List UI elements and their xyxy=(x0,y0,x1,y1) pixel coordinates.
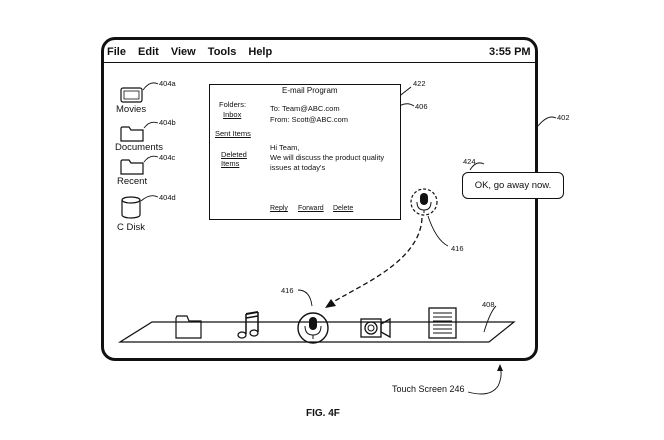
folder-inbox[interactable]: Inbox xyxy=(223,110,242,119)
figure-caption: FIG. 4F xyxy=(306,408,340,419)
dock-document-icon[interactable] xyxy=(428,307,457,339)
email-body-line2: issues at today's xyxy=(270,163,326,172)
drag-path-arrow xyxy=(329,217,423,305)
dock-video-camera-icon[interactable] xyxy=(360,317,391,339)
touch-screen-label: Touch Screen 246 xyxy=(392,384,465,394)
menu-edit[interactable]: Edit xyxy=(138,46,159,58)
delete-link[interactable]: Delete xyxy=(333,205,354,212)
leader-touch-screen xyxy=(467,366,502,395)
documents-label: Documents xyxy=(115,142,164,153)
c-disk-label: C Disk xyxy=(117,222,145,233)
ref-404d: 404d xyxy=(159,193,176,202)
leader-416-top xyxy=(427,215,449,247)
leader-404a xyxy=(142,82,159,91)
ref-404a: 404a xyxy=(159,79,176,88)
clock: 3:55 PM xyxy=(489,46,531,58)
ref-406: 406 xyxy=(415,102,428,111)
menu-file[interactable]: File xyxy=(107,46,126,58)
disk-icon[interactable] xyxy=(121,196,141,219)
leader-416-dock xyxy=(297,289,313,307)
email-title: E-mail Program xyxy=(282,86,338,95)
ref-424: 424 xyxy=(463,157,476,166)
email-window[interactable] xyxy=(209,84,401,220)
ref-404c: 404c xyxy=(159,153,176,162)
email-from: From: Scott@ABC.com xyxy=(270,115,349,124)
folder-sent-items[interactable]: Sent Items xyxy=(215,129,251,138)
dock-folder-icon[interactable] xyxy=(175,315,202,339)
folders-label: Folders: xyxy=(219,100,247,109)
movies-label: Movies xyxy=(116,104,147,115)
touch-screen-frame xyxy=(101,37,538,361)
leader-402 xyxy=(537,116,557,127)
forward-link[interactable]: Forward xyxy=(298,205,324,212)
ref-416-top: 416 xyxy=(451,244,464,253)
ref-408: 408 xyxy=(482,300,495,309)
documents-folder-icon[interactable] xyxy=(120,126,144,142)
dock-music-icon[interactable] xyxy=(237,311,259,339)
ref-402: 402 xyxy=(557,113,570,122)
email-greeting: Hi Team, xyxy=(270,143,300,152)
leader-408 xyxy=(483,305,497,333)
leader-404b xyxy=(143,121,159,129)
reply-link[interactable]: Reply xyxy=(270,205,288,212)
dock-bar xyxy=(117,321,516,343)
mic-top-icon[interactable] xyxy=(416,193,432,213)
leader-424 xyxy=(469,162,485,171)
dock-mic-icon[interactable] xyxy=(304,317,322,339)
menu-tools[interactable]: Tools xyxy=(207,46,237,58)
movies-icon[interactable] xyxy=(120,87,143,103)
dock-mic-circle xyxy=(297,312,329,344)
email-to: To: Team@ABC.com xyxy=(270,104,340,113)
menu-view[interactable]: View xyxy=(170,46,196,58)
recent-folder-icon[interactable] xyxy=(120,159,144,175)
folder-deleted-items[interactable]: Deleted Items xyxy=(221,150,247,168)
menu-bar: File Edit View Tools Help xyxy=(107,46,281,58)
email-body-line1: We will discuss the product quality xyxy=(270,153,385,162)
ref-416-dock: 416 xyxy=(281,286,294,295)
recent-label: Recent xyxy=(117,176,148,187)
menu-divider xyxy=(104,62,535,63)
ref-422: 422 xyxy=(413,79,426,88)
ref-404b: 404b xyxy=(159,118,176,127)
leader-404d xyxy=(140,195,159,202)
speech-bubble: OK, go away now. xyxy=(462,172,564,199)
mic-top-dashed-circle xyxy=(410,188,438,216)
leader-404c xyxy=(143,155,159,163)
menu-help[interactable]: Help xyxy=(248,46,273,58)
